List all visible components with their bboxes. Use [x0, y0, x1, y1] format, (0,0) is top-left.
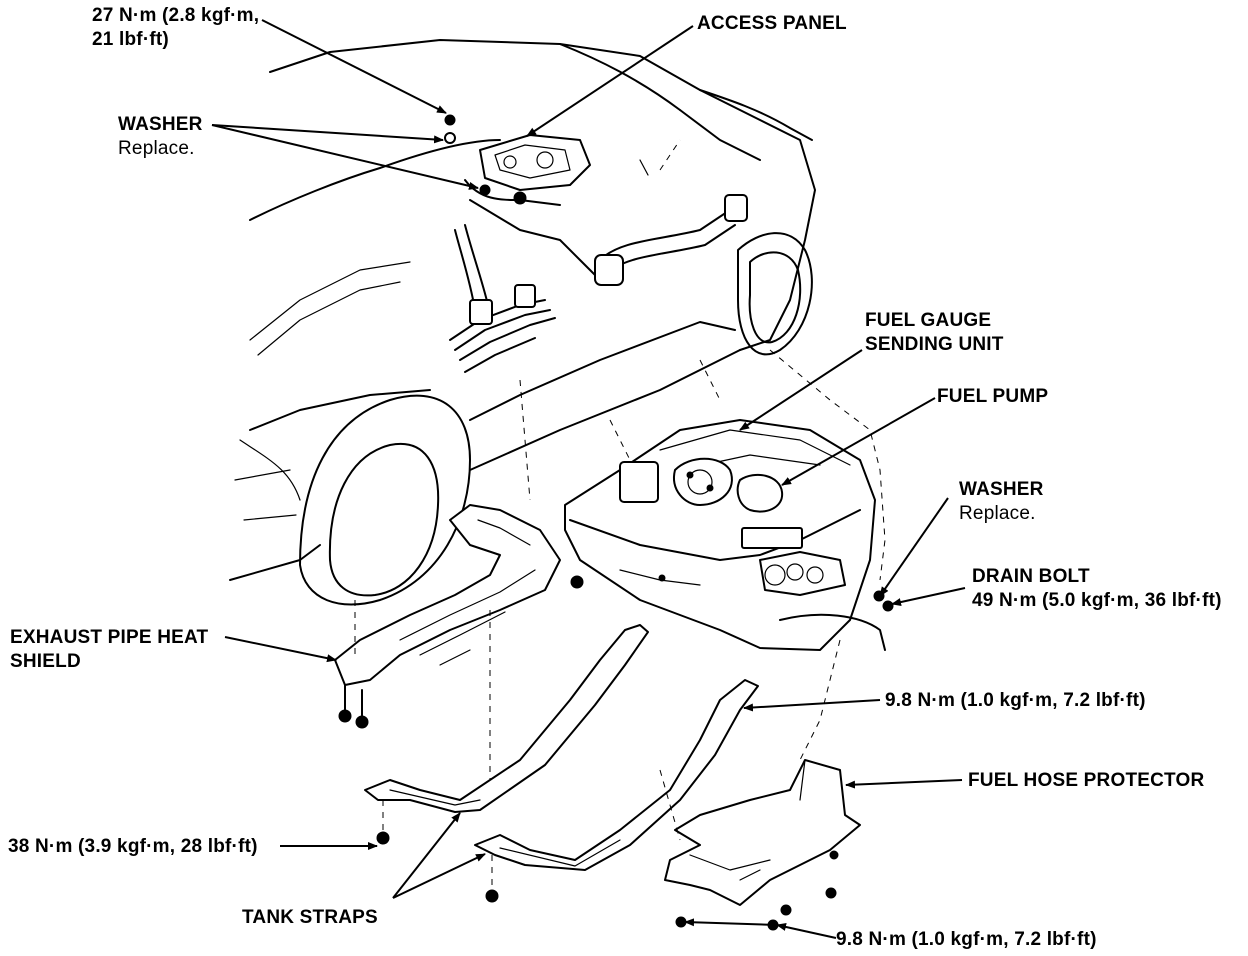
- torque-access-panel-line2: 21 lbf·ft): [92, 29, 169, 50]
- washer-top-title: WASHER: [118, 114, 203, 135]
- tank-straps: [364, 624, 759, 903]
- torque-access-panel-label: 27 N·m (2.8 kgf·m, 21 lbf·ft): [92, 4, 259, 52]
- drain-bolt-label: DRAIN BOLT 49 N·m (5.0 kgf·m, 36 lbf·ft): [972, 565, 1222, 613]
- washer-right-note: Replace.: [959, 503, 1036, 524]
- drain-bolt-title: DRAIN BOLT: [972, 566, 1090, 587]
- torque-strap-left-label: 38 N·m (3.9 kgf·m, 28 lbf·ft): [8, 836, 258, 857]
- exhaust-heat-shield-label: EXHAUST PIPE HEAT SHIELD: [10, 626, 208, 674]
- washer-top-label: WASHER Replace.: [118, 113, 203, 161]
- tank-straps-label: TANK STRAPS: [242, 907, 378, 928]
- fuel-hose-protector-label: FUEL HOSE PROTECTOR: [968, 770, 1205, 791]
- fuel-tank: [564, 419, 894, 651]
- leader-lines: [211, 19, 966, 939]
- torque-access-panel-line1: 27 N·m (2.8 kgf·m,: [92, 5, 260, 26]
- assembly-guide-lines: [354, 349, 886, 841]
- exhaust-line2: SHIELD: [10, 651, 81, 672]
- torque-strap-right-label: 9.8 N·m (1.0 kgf·m, 7.2 lbf·ft): [885, 690, 1146, 711]
- fuel-hose-protector: [664, 759, 861, 931]
- car-body-outline: [229, 39, 816, 606]
- washer-top-note: Replace.: [118, 138, 195, 159]
- exhaust-heat-shield: [334, 504, 584, 729]
- torque-protector-label: 9.8 N·m (1.0 kgf·m, 7.2 lbf·ft): [836, 929, 1097, 950]
- access-panel-label: ACCESS PANEL: [697, 13, 847, 34]
- access-panel-assembly: [444, 114, 748, 373]
- washer-right-label: WASHER Replace.: [959, 478, 1044, 526]
- fuel-pump-label: FUEL PUMP: [937, 386, 1049, 407]
- drain-bolt-torque: 49 N·m (5.0 kgf·m, 36 lbf·ft): [972, 590, 1222, 611]
- fuel-gauge-sending-unit-label: FUEL GAUGE SENDING UNIT: [865, 309, 1004, 357]
- fuel-gauge-line1: FUEL GAUGE: [865, 310, 992, 331]
- washer-right-title: WASHER: [959, 479, 1044, 500]
- exhaust-line1: EXHAUST PIPE HEAT: [10, 627, 209, 648]
- fuel-gauge-line2: SENDING UNIT: [865, 334, 1004, 355]
